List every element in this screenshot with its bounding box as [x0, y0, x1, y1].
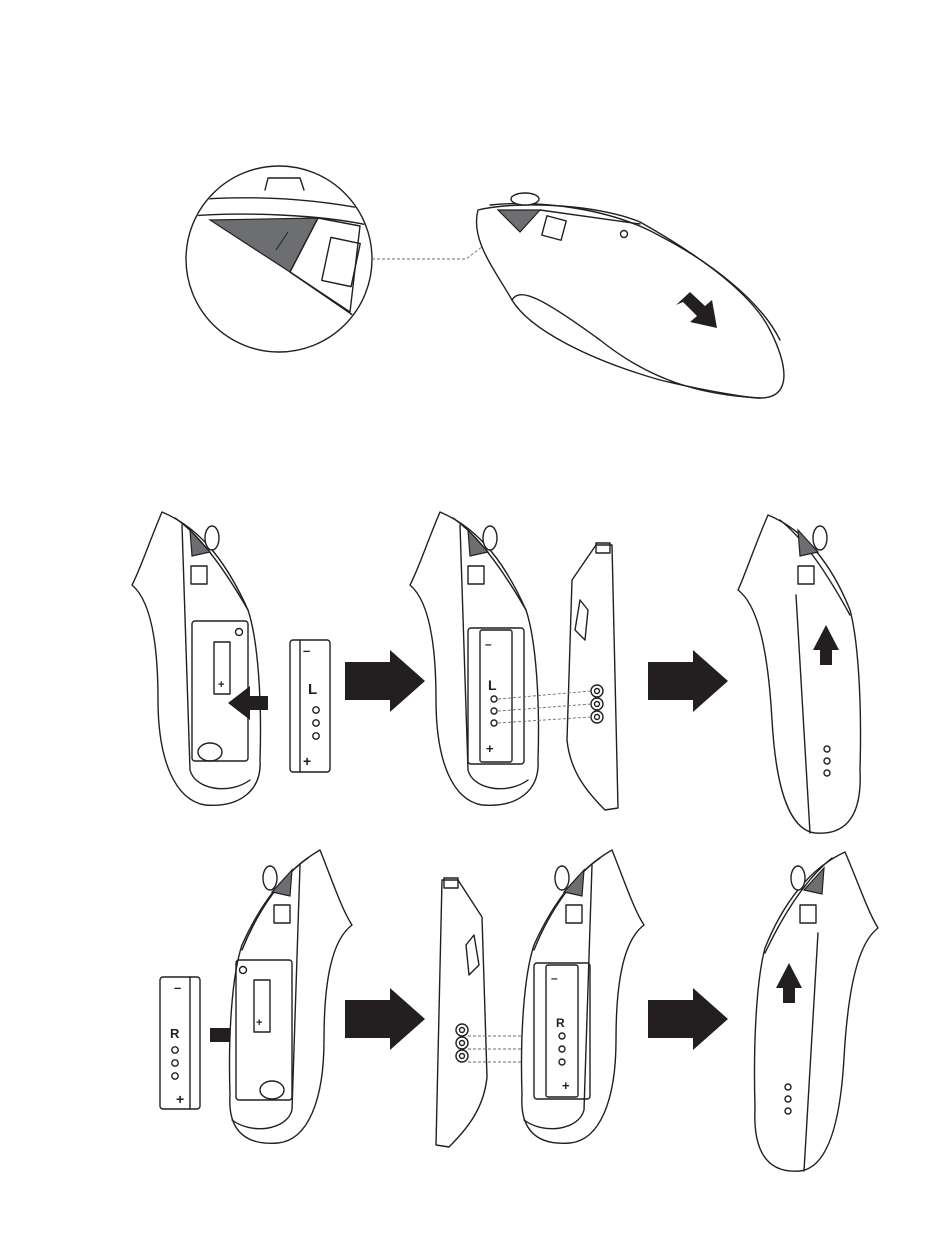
svg-text:–: – [174, 980, 181, 995]
svg-text:L: L [488, 677, 497, 693]
magnifier-callout [186, 166, 515, 352]
battery-left: – L + [290, 640, 330, 772]
step-arrow-icon [345, 988, 425, 1050]
controller-right-battery-inserted: – R + [522, 850, 645, 1143]
controller-right-closed [754, 852, 878, 1171]
battery-letter-label-left: L [308, 681, 317, 698]
battery-right: – R + [160, 977, 200, 1109]
svg-text:R: R [556, 1016, 565, 1030]
svg-text:–: – [485, 637, 492, 651]
step-arrow-icon [648, 988, 728, 1050]
battery-minus-label: – [303, 643, 310, 658]
controller-right-open: + [230, 850, 353, 1143]
svg-text:–: – [551, 971, 558, 985]
controller-open-cover [476, 193, 783, 398]
battery-letter-label-right: R [170, 1026, 180, 1041]
svg-text:+: + [176, 1091, 184, 1107]
svg-text:+: + [256, 1017, 262, 1029]
controller-left-open: + [132, 512, 268, 805]
battery-plus-slot: + [218, 679, 224, 691]
controller-left-battery-inserted: – L + [410, 512, 539, 805]
battery-plus-label: + [303, 753, 311, 769]
controller-left-closed [738, 515, 861, 833]
step-arrow-icon [345, 650, 425, 712]
svg-text:+: + [562, 1078, 570, 1093]
svg-text:+: + [486, 741, 494, 756]
step-arrow-icon [648, 650, 728, 712]
